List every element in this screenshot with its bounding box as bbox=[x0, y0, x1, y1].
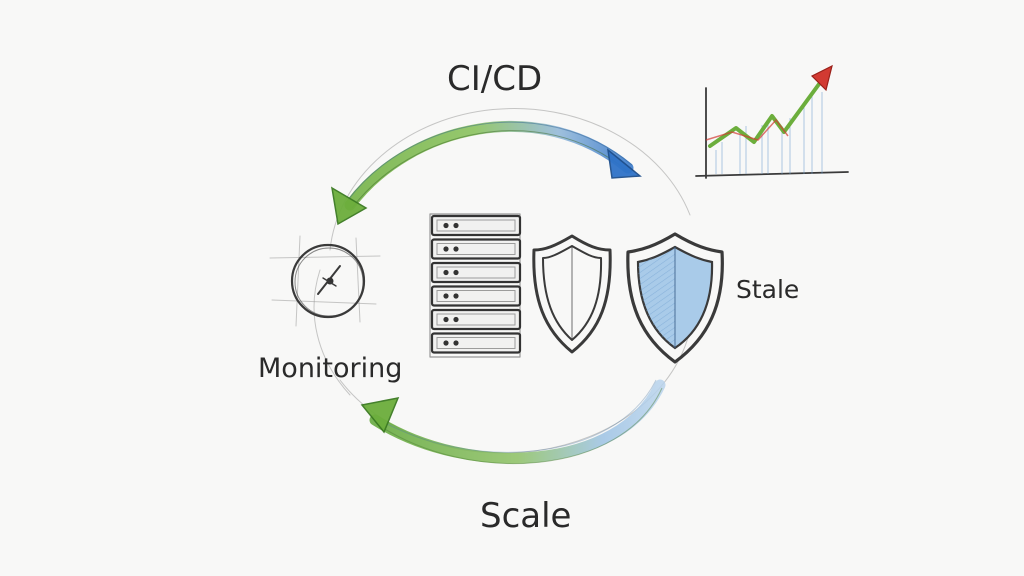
monitoring-label: Monitoring bbox=[258, 353, 402, 384]
server-led bbox=[453, 340, 459, 346]
server-led bbox=[453, 269, 459, 276]
server-led bbox=[443, 293, 449, 299]
scale-label: Scale bbox=[480, 496, 571, 536]
server-unit bbox=[430, 285, 522, 307]
arrowhead-green-bottom bbox=[360, 396, 400, 434]
gauge-icon bbox=[269, 235, 381, 327]
arrowhead-blue bbox=[606, 148, 642, 179]
growth-chart-icon bbox=[695, 64, 849, 179]
server-led bbox=[453, 222, 459, 229]
server-led bbox=[453, 246, 459, 252]
server-unit bbox=[430, 214, 522, 237]
stale-label: Stale bbox=[736, 275, 799, 304]
server-unit bbox=[430, 308, 522, 331]
cicd-label: CI/CD bbox=[447, 59, 542, 99]
cicd-arrow bbox=[330, 121, 642, 226]
scale-arrow bbox=[360, 379, 666, 465]
server-led bbox=[443, 340, 449, 346]
shield-filled-icon bbox=[626, 232, 724, 364]
arrowhead-green-top bbox=[330, 186, 368, 226]
server-unit bbox=[430, 332, 522, 354]
server-led bbox=[443, 246, 449, 252]
server-led bbox=[443, 222, 449, 229]
server-rack-icon bbox=[429, 213, 522, 358]
server-unit bbox=[430, 261, 522, 284]
server-led bbox=[443, 316, 449, 323]
chart-arrowhead bbox=[810, 64, 833, 92]
server-led bbox=[453, 293, 459, 299]
server-led bbox=[453, 316, 459, 323]
server-led bbox=[443, 269, 449, 276]
server-unit bbox=[430, 238, 522, 260]
shield-icon bbox=[532, 234, 612, 354]
